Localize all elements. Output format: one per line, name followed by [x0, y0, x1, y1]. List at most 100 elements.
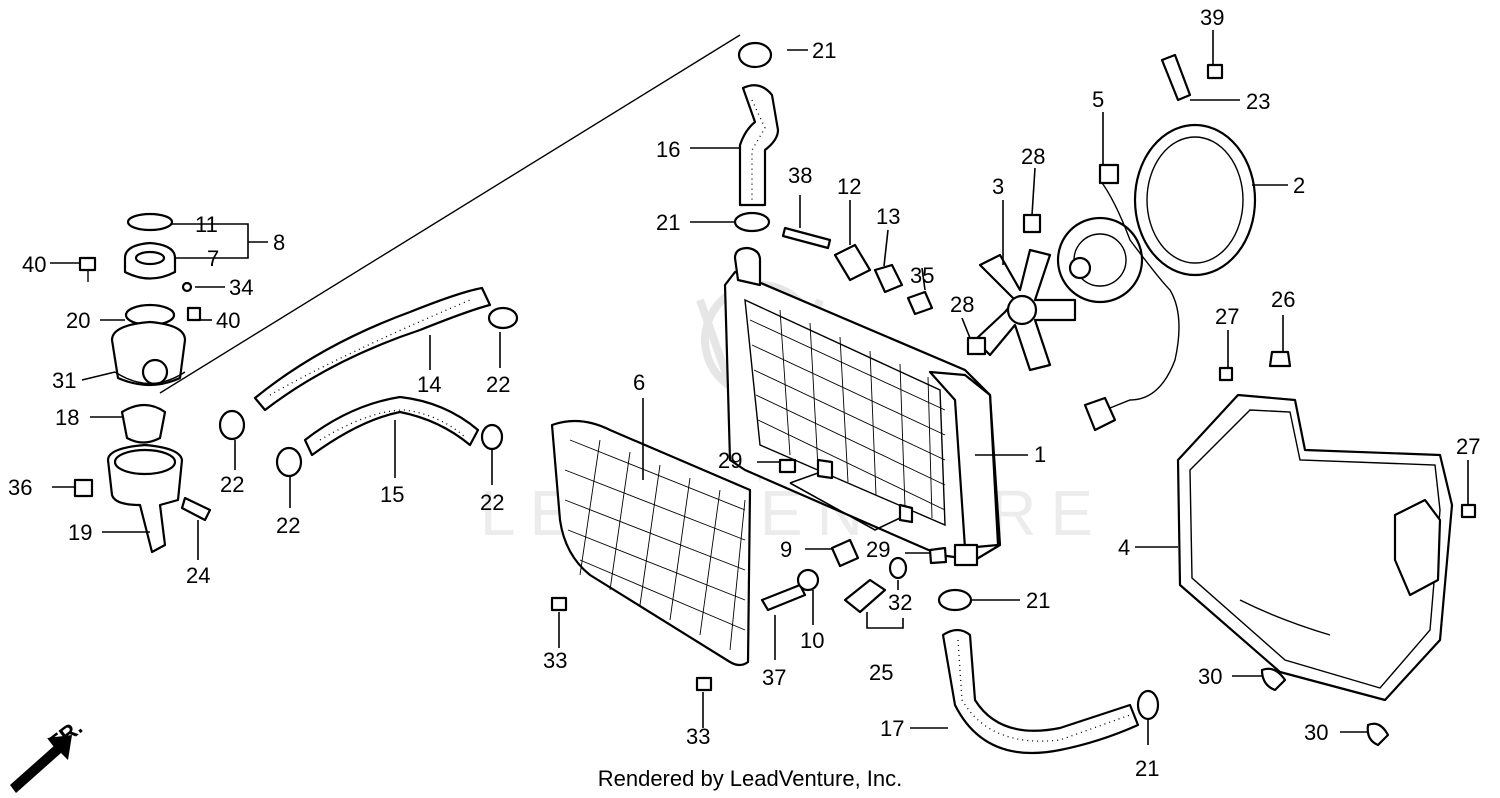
callout-7: 7	[207, 246, 219, 271]
fan-switch-25	[843, 578, 887, 614]
footer: Rendered by LeadVenture, Inc.	[0, 766, 1500, 792]
callout-17: 17	[880, 716, 904, 741]
radiator-inlet	[733, 246, 762, 287]
callout-31: 31	[52, 368, 76, 393]
fan-shroud-2	[1133, 123, 1257, 277]
callout-29a: 29	[718, 448, 742, 473]
washer-32	[888, 556, 908, 580]
clamp-22a	[487, 306, 519, 330]
callout-35: 35	[910, 263, 934, 288]
collar-10	[796, 568, 820, 592]
clamp-21-top	[737, 41, 773, 69]
callout-1: 1	[1034, 442, 1046, 467]
callout-36: 36	[8, 475, 32, 500]
callout-19: 19	[68, 520, 92, 545]
callout-25: 25	[869, 660, 893, 685]
callout-21-top: 21	[812, 38, 836, 63]
wire-plug	[1083, 396, 1117, 432]
grille-6	[550, 419, 752, 667]
clamp-22c	[218, 409, 246, 441]
callout-30a: 30	[1198, 664, 1222, 689]
callout-40a: 40	[22, 252, 46, 277]
callout-27a: 27	[1215, 304, 1239, 329]
screw-33b	[695, 676, 713, 692]
callout-34: 34	[229, 275, 253, 300]
fan-assembly	[966, 53, 1257, 432]
callout-22a: 22	[486, 372, 510, 397]
callout-28b: 28	[950, 292, 974, 317]
callout-6: 6	[633, 370, 645, 395]
radiator-grille	[550, 419, 752, 667]
front-arrow-icon	[10, 735, 72, 793]
rivet-30b	[1366, 722, 1390, 747]
radiator-tank	[928, 370, 1000, 550]
nut-28a	[1022, 213, 1042, 234]
callout-23: 23	[1246, 89, 1270, 114]
callout-20: 20	[66, 308, 90, 333]
rivet-30a	[1260, 667, 1287, 692]
callout-13: 13	[876, 204, 900, 229]
callout-38: 38	[788, 163, 812, 188]
clamp-21-mid	[733, 211, 771, 233]
callout-labels: 1 2 3 4 5 6 7 8 9 10 11 12 13 14 15 16 1…	[8, 5, 1480, 781]
callout-21-bottom: 21	[1135, 756, 1159, 781]
clamp-22b	[480, 423, 504, 451]
callout-32: 32	[888, 590, 912, 615]
screw-33a	[550, 596, 568, 612]
screw-34	[181, 281, 193, 293]
lower-hose	[937, 588, 1160, 755]
air-guide-4	[1176, 393, 1454, 702]
bolt-40-mid	[186, 306, 202, 322]
guide-line	[159, 34, 741, 394]
callout-18: 18	[55, 405, 79, 430]
bolt-37	[760, 583, 807, 612]
motor-wire-5	[1099, 179, 1180, 409]
collar-12	[833, 243, 872, 282]
bolt-36	[73, 478, 94, 498]
sensor-24	[180, 496, 212, 522]
clamp-21-bottom	[1136, 689, 1160, 721]
callout-14: 14	[417, 372, 441, 397]
callout-29b: 29	[866, 537, 890, 562]
callout-5: 5	[1092, 87, 1104, 112]
callout-12: 12	[837, 174, 861, 199]
hose-15	[303, 395, 480, 457]
nut-35	[906, 290, 934, 316]
footer-credit: Rendered by LeadVenture, Inc.	[597, 766, 903, 791]
callout-39: 39	[1200, 5, 1224, 30]
grommet-26	[1268, 350, 1292, 368]
callout-37: 37	[762, 665, 786, 690]
callout-3: 3	[992, 174, 1004, 199]
callout-40b: 40	[216, 308, 240, 333]
stay-23	[1160, 53, 1192, 102]
callout-4: 4	[1118, 535, 1130, 560]
thermostat-18	[120, 403, 167, 444]
callout-30b: 30	[1304, 720, 1328, 745]
filler-assembly	[73, 212, 212, 554]
bolt-40-top	[78, 256, 97, 272]
callout-15: 15	[380, 482, 404, 507]
nut-28b	[966, 336, 987, 356]
hose-16	[738, 84, 780, 207]
callout-26: 26	[1271, 287, 1295, 312]
callout-8: 8	[273, 230, 285, 255]
radiator-outlet	[953, 543, 979, 567]
hose-17	[941, 628, 1140, 755]
connector-5	[1098, 163, 1120, 185]
bolt-27a	[1218, 366, 1234, 382]
callout-28a: 28	[1021, 144, 1045, 169]
bolt-38	[781, 226, 832, 250]
leader-lines	[50, 30, 1469, 745]
callout-21-lower: 21	[1026, 588, 1050, 613]
clip-29b	[928, 546, 948, 565]
clamp-22d	[275, 446, 303, 478]
callout-27b: 27	[1456, 434, 1480, 459]
clamp-21-lower	[937, 588, 973, 612]
bolt-39	[1206, 63, 1224, 80]
hose-14	[253, 286, 492, 412]
callout-33a: 33	[543, 648, 567, 673]
o-ring-31	[114, 371, 186, 385]
callout-21-mid: 21	[656, 210, 680, 235]
callout-16: 16	[656, 137, 680, 162]
